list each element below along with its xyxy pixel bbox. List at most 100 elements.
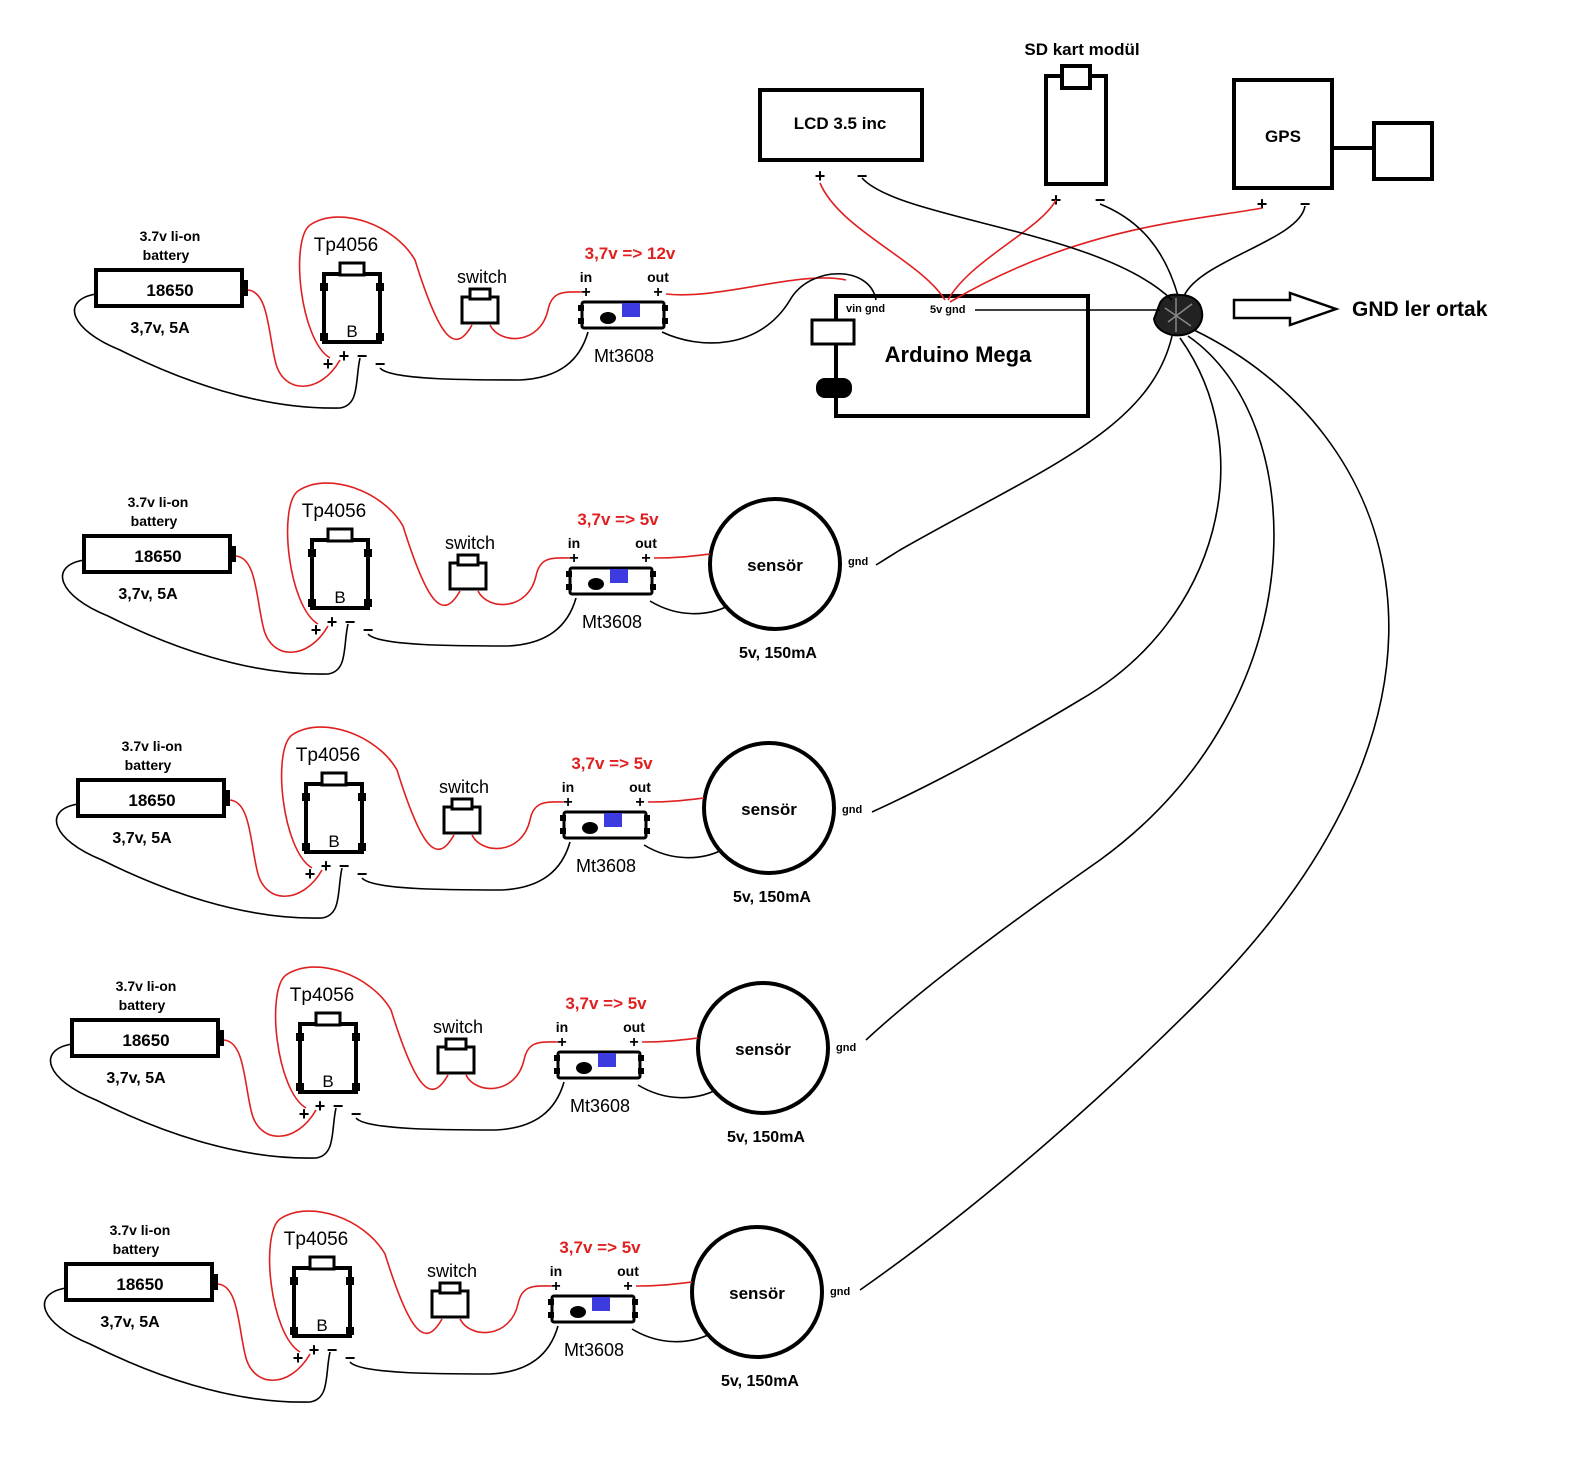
- lcd-minus-label: −: [857, 166, 868, 186]
- svg-text:Mt3608: Mt3608: [582, 612, 642, 632]
- svg-text:battery: battery: [113, 1241, 160, 1257]
- charger-minus-2: −: [375, 354, 386, 374]
- charger-minus-1: −: [357, 346, 368, 366]
- sensor-gnd-label: gnd: [848, 556, 868, 568]
- svg-text:+: +: [293, 1348, 304, 1368]
- common-ground: GND ler ortak: [1152, 291, 1488, 337]
- svg-text:−: −: [345, 612, 356, 632]
- svg-text:+: +: [557, 1034, 566, 1051]
- svg-text:3,7v => 5v: 3,7v => 5v: [565, 994, 647, 1013]
- svg-text:+: +: [327, 612, 338, 632]
- svg-text:+: +: [551, 1278, 560, 1295]
- charger-label: Tp4056: [314, 235, 378, 256]
- arduino-5v-gnd-label: 5v gnd: [930, 304, 965, 316]
- svg-text:battery: battery: [125, 757, 172, 773]
- supply-row-1: 3.7v li-on battery 18650 3,7v, 5A Tp4056…: [73, 216, 877, 409]
- sensor-circle: [696, 981, 830, 1115]
- gps-label: GPS: [1265, 127, 1301, 146]
- svg-text:−: −: [333, 1096, 344, 1116]
- sensor-rating: 5v, 150mA: [739, 645, 817, 662]
- svg-text:−: −: [363, 620, 374, 640]
- sensor-rating: 5v, 150mA: [733, 889, 811, 906]
- battery-18650: [94, 268, 244, 308]
- sensor-label: sensör: [747, 556, 803, 575]
- sensor-gnd-label: gnd: [842, 804, 862, 816]
- battery-rating: 3,7v, 5A: [130, 320, 190, 337]
- svg-text:Tp4056: Tp4056: [302, 501, 366, 522]
- lcd-plus-label: +: [815, 166, 826, 186]
- svg-text:switch: switch: [433, 1017, 483, 1037]
- sensor-label: sensör: [729, 1284, 785, 1303]
- svg-text:in: in: [568, 535, 580, 551]
- sensor-rating: 5v, 150mA: [727, 1129, 805, 1146]
- switch-icon: [442, 805, 482, 835]
- supply-row-3: 3.7v li-on battery 18650 3,7v, 5A Tp4056…: [55, 726, 862, 919]
- svg-text:+: +: [641, 550, 650, 567]
- sensor-rating: 5v, 150mA: [721, 1373, 799, 1390]
- svg-text:3.7v li-on: 3.7v li-on: [128, 494, 189, 510]
- svg-text:18650: 18650: [122, 1031, 169, 1050]
- svg-text:3,7v, 5A: 3,7v, 5A: [106, 1070, 166, 1087]
- svg-text:out: out: [635, 535, 657, 551]
- svg-text:+: +: [309, 1340, 320, 1360]
- battery-title-1: 3.7v li-on: [140, 228, 201, 244]
- svg-text:−: −: [357, 864, 368, 884]
- svg-text:+: +: [305, 864, 316, 884]
- battery-cell-label: 18650: [146, 281, 193, 300]
- svg-text:Mt3608: Mt3608: [576, 856, 636, 876]
- switch-icon: [430, 1289, 470, 1319]
- sensor-label: sensör: [735, 1040, 791, 1059]
- arrow-icon: [1232, 291, 1340, 327]
- svg-text:battery: battery: [131, 513, 178, 529]
- svg-text:+: +: [635, 794, 644, 811]
- dc-jack: [816, 378, 852, 398]
- svg-text:3.7v li-on: 3.7v li-on: [122, 738, 183, 754]
- svg-text:B: B: [328, 832, 339, 851]
- svg-text:−: −: [351, 1104, 362, 1124]
- battery-18650: [70, 1018, 220, 1058]
- svg-text:out: out: [623, 1019, 645, 1035]
- svg-text:3.7v li-on: 3.7v li-on: [116, 978, 177, 994]
- svg-text:B: B: [334, 588, 345, 607]
- sensor-label: sensör: [741, 800, 797, 819]
- svg-text:in: in: [556, 1019, 568, 1035]
- supply-rows: 3.7v li-on battery 18650 3,7v, 5A Tp4056…: [43, 216, 877, 1403]
- svg-text:+: +: [569, 550, 578, 567]
- top-wires: [819, 177, 1390, 1291]
- battery-title-2: battery: [143, 247, 190, 263]
- arduino-vin-gnd-label: vin gnd: [846, 303, 885, 315]
- switch-icon: [436, 1045, 476, 1075]
- tp4056-module: [310, 538, 370, 610]
- sensor-circle: [708, 497, 842, 631]
- lcd-module: LCD 3.5 inc + −: [758, 88, 924, 186]
- svg-text:3,7v => 5v: 3,7v => 5v: [571, 754, 653, 773]
- tp4056-module: [298, 1022, 358, 1094]
- svg-text:3,7v, 5A: 3,7v, 5A: [112, 830, 172, 847]
- svg-text:+: +: [315, 1096, 326, 1116]
- svg-text:battery: battery: [119, 997, 166, 1013]
- svg-text:3,7v => 5v: 3,7v => 5v: [559, 1238, 641, 1257]
- gps-minus-label: −: [1300, 194, 1311, 214]
- arduino-mega: Arduino Mega vin gnd 5v gnd: [810, 294, 1090, 418]
- svg-text:switch: switch: [427, 1261, 477, 1281]
- svg-text:out: out: [629, 779, 651, 795]
- sensor-gnd-label: gnd: [830, 1286, 850, 1298]
- svg-text:Tp4056: Tp4056: [290, 985, 354, 1006]
- svg-text:switch: switch: [439, 777, 489, 797]
- svg-text:+: +: [629, 1034, 638, 1051]
- supply-row-5: 3.7v li-on battery 18650 3,7v, 5A Tp4056…: [43, 1210, 850, 1403]
- switch-label: switch: [457, 267, 507, 287]
- svg-text:3,7v, 5A: 3,7v, 5A: [100, 1314, 160, 1331]
- gps-plus-label: +: [1257, 194, 1268, 214]
- svg-text:B: B: [322, 1072, 333, 1091]
- svg-text:out: out: [617, 1263, 639, 1279]
- booster-in-label: in: [580, 269, 592, 285]
- svg-text:+: +: [623, 1278, 632, 1295]
- svg-text:+: +: [311, 620, 322, 640]
- svg-text:Tp4056: Tp4056: [284, 1229, 348, 1250]
- svg-text:3,7v => 5v: 3,7v => 5v: [577, 510, 659, 529]
- gps-antenna: [1372, 121, 1434, 181]
- conversion-label: 3,7v => 12v: [585, 244, 676, 263]
- svg-text:+: +: [321, 856, 332, 876]
- gnd-common-label: GND ler ortak: [1352, 298, 1488, 321]
